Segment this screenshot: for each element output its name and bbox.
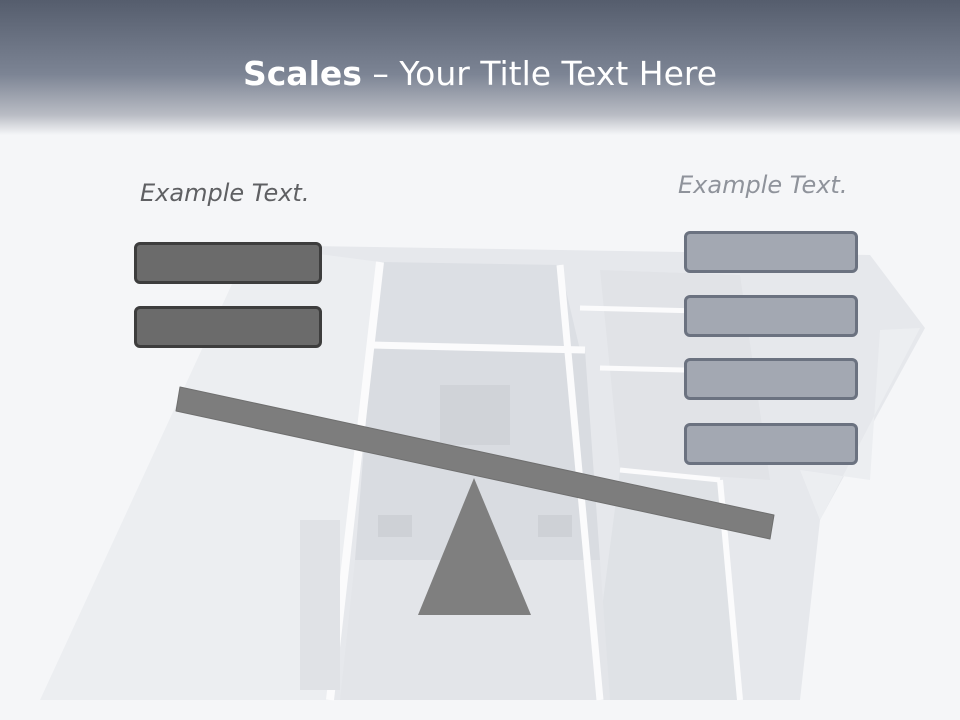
title-bar — [0, 0, 960, 135]
fulcrum-triangle — [418, 478, 531, 615]
left-weight-box — [134, 242, 322, 284]
right-weight-box — [684, 295, 858, 337]
balance-beam — [175, 386, 775, 540]
right-example-text: Example Text. — [678, 171, 848, 199]
right-weight-box — [684, 231, 858, 273]
right-weight-box — [684, 423, 858, 465]
right-weight-box — [684, 358, 858, 400]
left-example-text: Example Text. — [140, 179, 310, 207]
slide-title: Scales – Your Title Text Here — [242, 54, 718, 93]
left-weight-box — [134, 306, 322, 348]
